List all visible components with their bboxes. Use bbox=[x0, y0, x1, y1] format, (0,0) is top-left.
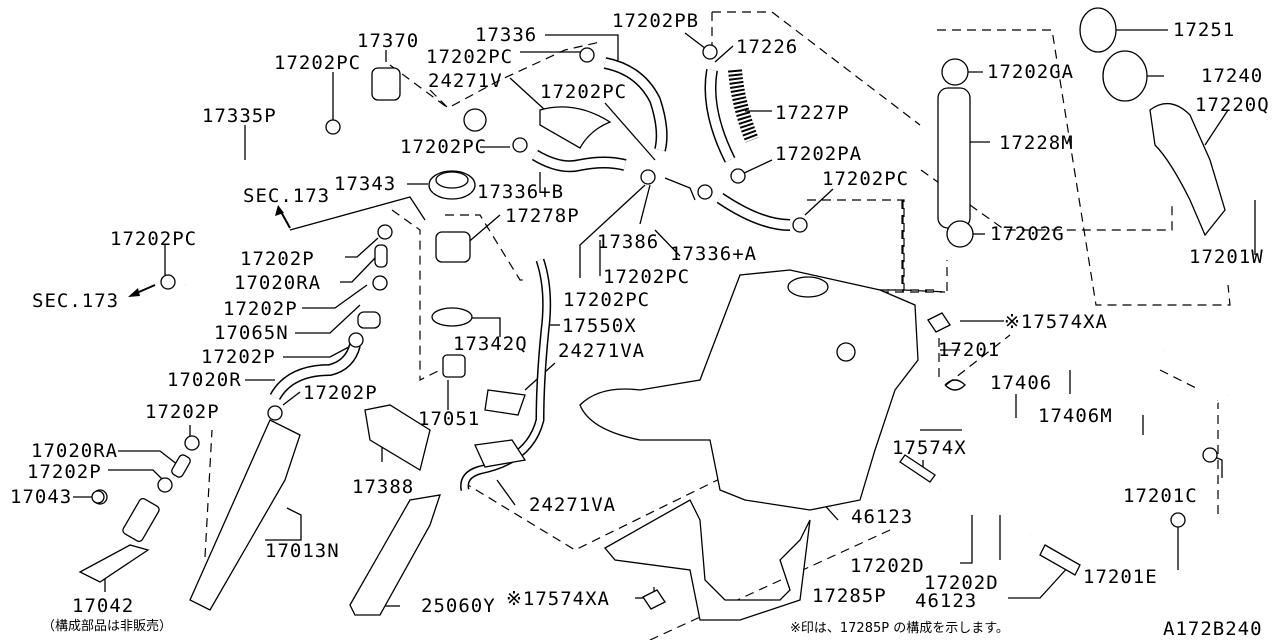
part-label[interactable]: 17220Q bbox=[1195, 94, 1270, 116]
part-label[interactable]: 17202P bbox=[145, 401, 220, 423]
part-label[interactable]: 17201 bbox=[938, 339, 1001, 361]
part-label[interactable]: 24271VA bbox=[558, 340, 646, 362]
part-label[interactable]: 17202P bbox=[303, 382, 378, 404]
part-label[interactable]: 17388 bbox=[352, 476, 415, 498]
dashed-grouping-lines bbox=[204, 11, 1231, 640]
part-label[interactable]: 17406M bbox=[1038, 405, 1113, 427]
part-label[interactable]: 17342Q bbox=[453, 333, 528, 355]
part-label[interactable]: 17285P bbox=[812, 585, 887, 607]
diagram-code: A172B240 bbox=[1163, 618, 1263, 640]
part-label[interactable]: 17343 bbox=[334, 173, 397, 195]
arrow-icon bbox=[275, 205, 284, 216]
part-label[interactable]: 17240 bbox=[1201, 65, 1264, 87]
part-label[interactable]: 24271VA bbox=[529, 494, 617, 516]
part-label[interactable]: 17202PB bbox=[612, 10, 700, 32]
part-label[interactable]: 17013N bbox=[265, 540, 340, 562]
not-sold-note: （構成部品は非販売） bbox=[42, 619, 173, 634]
part-label[interactable]: 17202P bbox=[201, 346, 276, 368]
arrow-icon bbox=[128, 288, 140, 297]
part-label[interactable]: 17201E bbox=[1083, 566, 1158, 588]
part-label[interactable]: ※17574XA bbox=[1004, 311, 1108, 333]
asterisk-note: ※印は、17285P の構成を示します。 bbox=[790, 621, 1009, 636]
part-label[interactable]: 17228M bbox=[999, 132, 1074, 154]
part-label[interactable]: 17202P bbox=[27, 461, 102, 483]
clamp-17202PC bbox=[160, 274, 176, 290]
part-label[interactable]: 17386 bbox=[597, 231, 660, 253]
part-label[interactable]: 17201W bbox=[1189, 246, 1264, 268]
part-label[interactable]: 17227P bbox=[775, 102, 850, 124]
part-label[interactable]: 17226 bbox=[736, 36, 799, 58]
part-label[interactable]: 17370 bbox=[357, 30, 420, 52]
part-label[interactable]: 17336 bbox=[475, 24, 538, 46]
part-label[interactable]: 17020R bbox=[167, 369, 242, 391]
part-label[interactable]: 17202P bbox=[223, 298, 298, 320]
part-label[interactable]: 17042 bbox=[72, 595, 135, 617]
clamp-17202PC bbox=[325, 119, 341, 135]
part-label[interactable]: 17202G bbox=[990, 223, 1065, 245]
part-label[interactable]: 25060Y bbox=[421, 595, 496, 617]
section-reference-label[interactable]: SEC.173 bbox=[32, 290, 120, 312]
part-label[interactable]: 17336+B bbox=[477, 181, 565, 203]
part-label[interactable]: 17550X bbox=[562, 315, 637, 337]
part-label[interactable]: 17202P bbox=[240, 248, 315, 270]
part-label[interactable]: 17020RA bbox=[31, 440, 119, 462]
part-label[interactable]: ※17574XA bbox=[506, 588, 610, 610]
part-label[interactable]: 46123 bbox=[851, 506, 914, 528]
part-label[interactable]: 17202PC bbox=[603, 266, 691, 288]
part-label[interactable]: 17202D bbox=[924, 572, 999, 594]
section-reference-label[interactable]: SEC.173 bbox=[243, 185, 331, 207]
part-label[interactable]: 17202PC bbox=[426, 46, 514, 68]
part-label[interactable]: 17020RA bbox=[234, 272, 322, 294]
part-label[interactable]: 17202PC bbox=[540, 81, 628, 103]
part-label[interactable]: 17336+A bbox=[670, 243, 758, 265]
part-label[interactable]: 17051 bbox=[418, 408, 481, 430]
part-label[interactable]: 17202D bbox=[850, 555, 925, 577]
part-label[interactable]: 17202PC bbox=[400, 136, 488, 158]
part-label[interactable]: 17202GA bbox=[987, 61, 1075, 83]
fuel-filter-17370 bbox=[371, 67, 401, 101]
part-label[interactable]: 17201C bbox=[1123, 485, 1198, 507]
part-label[interactable]: 17251 bbox=[1173, 19, 1236, 41]
part-label[interactable]: 17202PC bbox=[274, 52, 362, 74]
part-label[interactable]: 17574X bbox=[892, 437, 967, 459]
part-label[interactable]: 17406 bbox=[990, 372, 1053, 394]
part-label[interactable]: 17278P bbox=[505, 205, 580, 227]
part-shapes bbox=[78, 7, 1229, 621]
part-label[interactable]: 46123 bbox=[915, 590, 978, 612]
part-label[interactable]: 17202PA bbox=[775, 143, 863, 165]
part-label[interactable]: 17202PC bbox=[563, 289, 651, 311]
part-label[interactable]: 17065N bbox=[214, 322, 289, 344]
part-label[interactable]: 17202PC bbox=[110, 228, 198, 250]
part-label[interactable]: 24271V bbox=[428, 70, 503, 92]
part-label[interactable]: 17043 bbox=[10, 486, 73, 508]
part-label[interactable]: 17202PC bbox=[822, 168, 910, 190]
part-label[interactable]: 17335P bbox=[202, 105, 277, 127]
